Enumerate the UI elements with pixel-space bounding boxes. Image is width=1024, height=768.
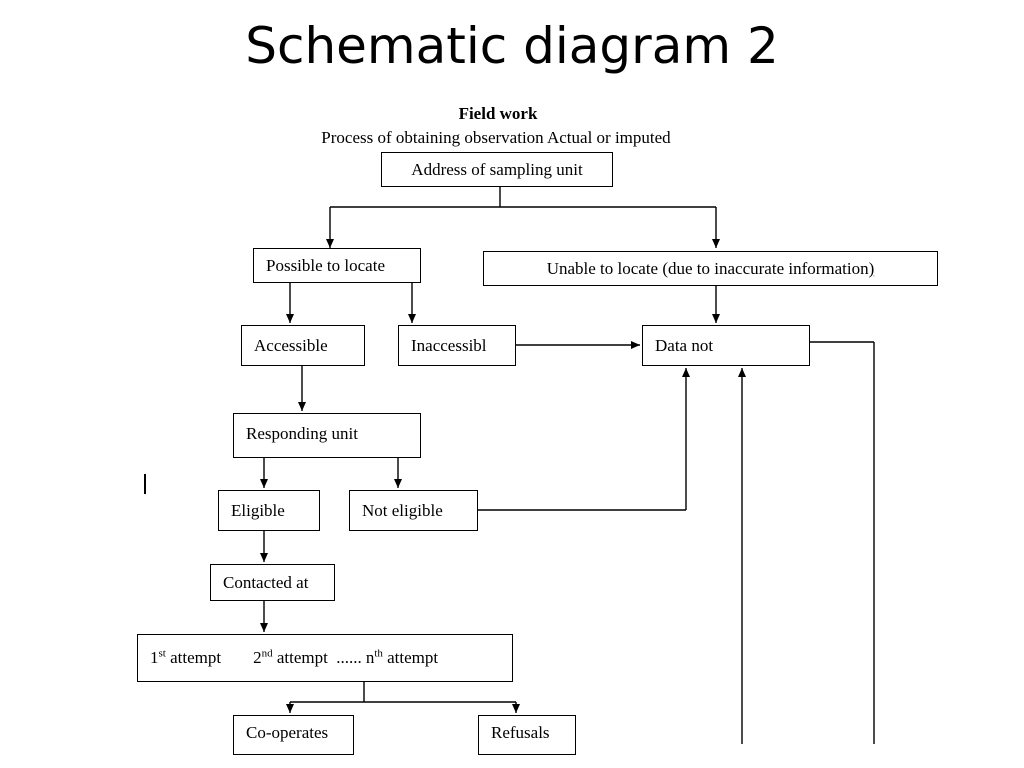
attempt-nth: nth attempt <box>365 647 439 667</box>
node-data-not-label: Data not <box>655 335 714 355</box>
node-unable-close-paren: ) <box>868 258 875 278</box>
node-address-label: Address of sampling unit <box>411 159 583 179</box>
node-not-eligible-label: Not eligible <box>362 500 443 520</box>
node-refusals-label: Refusals <box>491 723 550 742</box>
node-unable-to-locate: Unable to locate (due to inaccurate info… <box>483 251 938 286</box>
node-possible-label: Possible to locate <box>266 255 385 275</box>
node-unable-label: Unable to locate (due to inaccurate info… <box>546 258 869 278</box>
node-attempts: 1st attempt 2nd attempt ...... nth attem… <box>137 634 513 682</box>
diagram-subheading: Process of obtaining observation Actual … <box>321 128 671 147</box>
attempt-first: 1st attempt <box>150 647 222 667</box>
node-not-eligible: Not eligible <box>349 490 478 531</box>
node-responding-label: Responding unit <box>246 424 358 443</box>
node-responding-unit: Responding unit <box>233 413 421 458</box>
node-refusals: Refusals <box>478 715 576 755</box>
node-contacted-label: Contacted at <box>223 572 309 592</box>
node-eligible-label: Eligible <box>231 500 285 520</box>
node-accessible: Accessible <box>241 325 365 366</box>
slide-title: Schematic diagram 2 <box>245 17 779 75</box>
node-address-of-sampling-unit: Address of sampling unit <box>381 152 613 187</box>
stray-vertical-mark <box>144 474 146 494</box>
node-contacted-at: Contacted at <box>210 564 335 601</box>
node-co-operates-label: Co-operates <box>246 723 329 742</box>
node-possible-to-locate: Possible to locate <box>253 248 421 283</box>
node-co-operates: Co-operates <box>233 715 354 755</box>
node-accessible-label: Accessible <box>254 335 328 355</box>
attempt-second: 2nd attempt ...... <box>253 647 362 667</box>
node-eligible: Eligible <box>218 490 320 531</box>
node-data-not: Data not <box>642 325 810 366</box>
node-inaccessible: Inaccessibl <box>398 325 516 366</box>
diagram-heading: Field work <box>458 104 538 123</box>
node-inaccessible-label: Inaccessibl <box>411 335 487 355</box>
